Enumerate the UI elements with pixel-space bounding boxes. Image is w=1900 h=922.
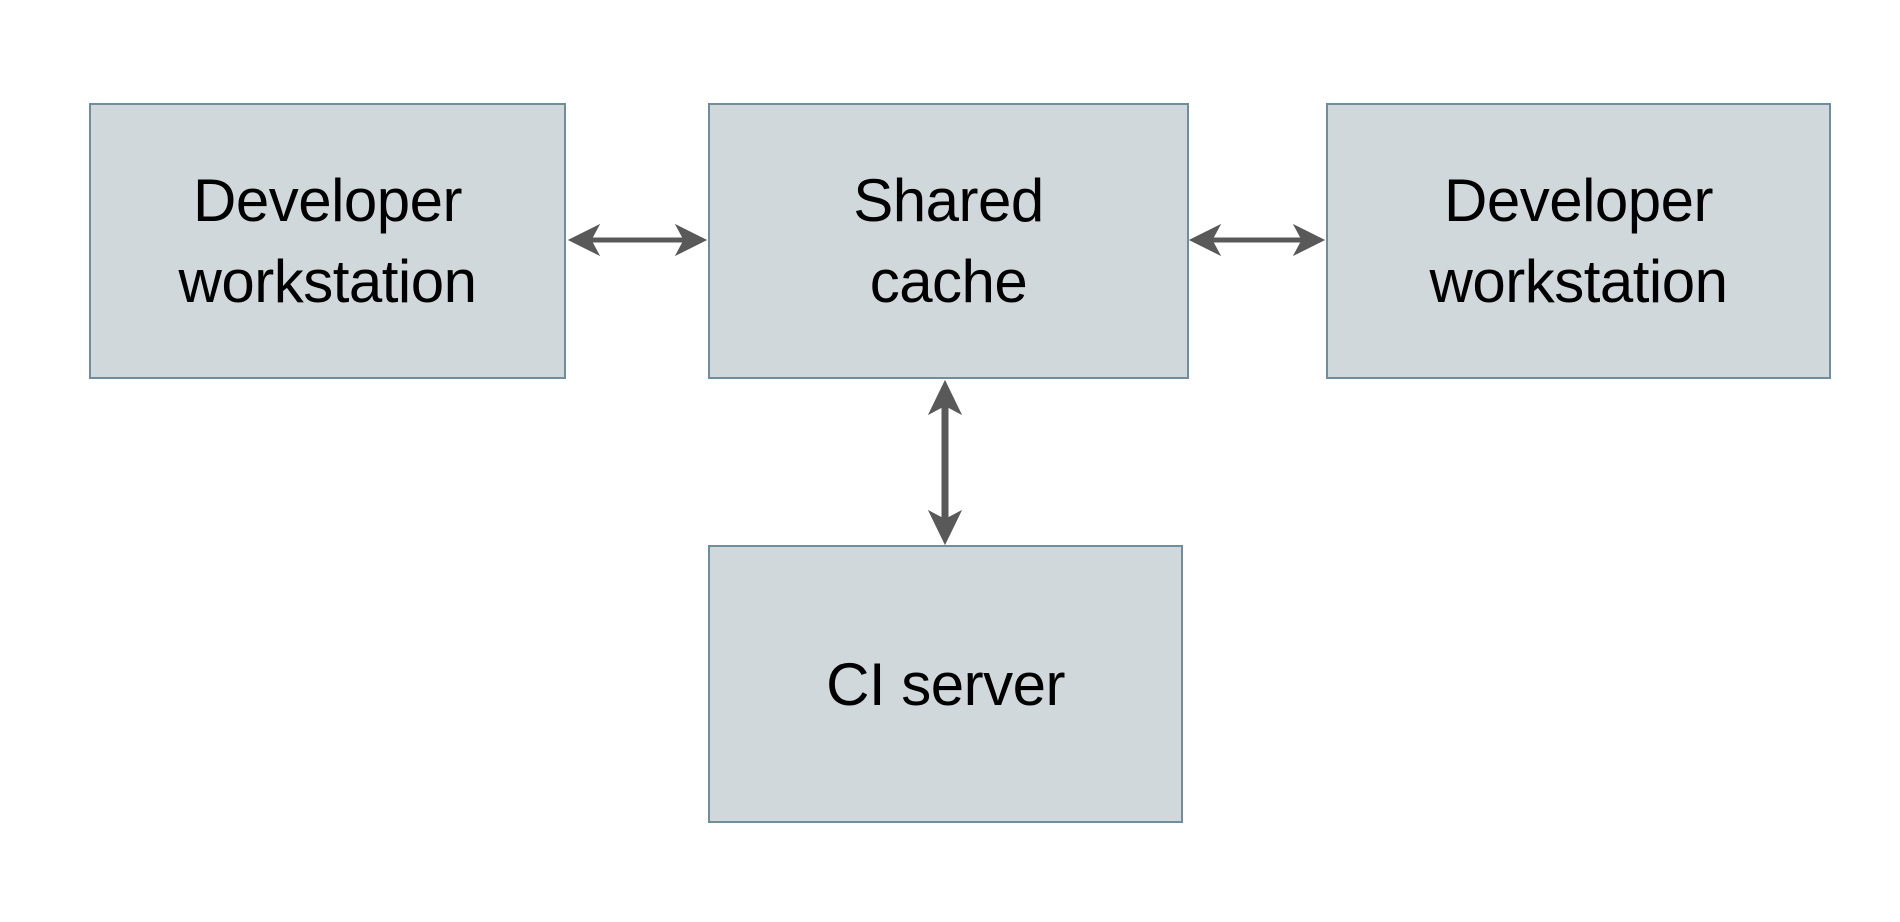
node-developer-workstation-left[interactable]: Developer workstation — [89, 103, 566, 379]
node-label: Shared cache — [853, 167, 1044, 315]
node-label: Developer workstation — [1429, 167, 1728, 315]
node-label: CI server — [826, 650, 1065, 718]
double-arrow-icon — [927, 379, 963, 546]
edge-dev-left-to-shared-cache[interactable] — [565, 205, 710, 275]
edge-shared-cache-to-ci-server[interactable] — [910, 378, 980, 547]
node-label: Developer workstation — [178, 167, 477, 315]
double-arrow-icon — [567, 223, 708, 257]
node-developer-workstation-right[interactable]: Developer workstation — [1326, 103, 1831, 379]
node-shared-cache[interactable]: Shared cache — [708, 103, 1189, 379]
double-arrow-icon — [1188, 223, 1326, 257]
edge-shared-cache-to-dev-right[interactable] — [1188, 205, 1328, 275]
node-ci-server[interactable]: CI server — [708, 545, 1183, 823]
